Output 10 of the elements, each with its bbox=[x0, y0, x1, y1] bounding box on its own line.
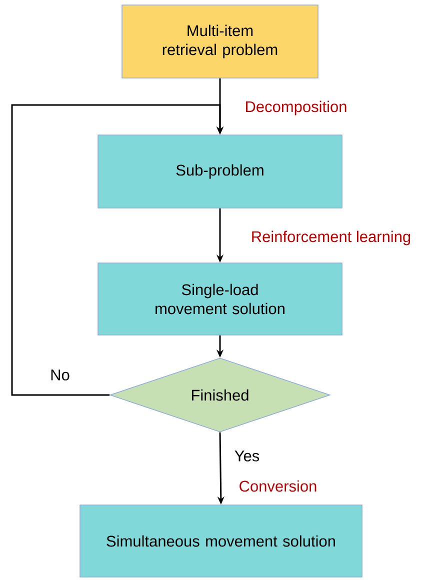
process-box: Single-load movement solution bbox=[98, 262, 342, 336]
edge-label: Conversion bbox=[238, 479, 318, 493]
branch-label: Yes bbox=[234, 450, 260, 462]
branch-label: No bbox=[51, 370, 70, 380]
edge-label: Reinforcement learning bbox=[250, 230, 412, 246]
process-box: Sub-problem bbox=[98, 134, 342, 208]
process-box: Simultaneous movement solution bbox=[80, 504, 362, 578]
process-box: Multi-item retrieval problem bbox=[122, 4, 318, 78]
edge-label: Decomposition bbox=[244, 100, 348, 116]
arrow bbox=[11, 104, 224, 396]
